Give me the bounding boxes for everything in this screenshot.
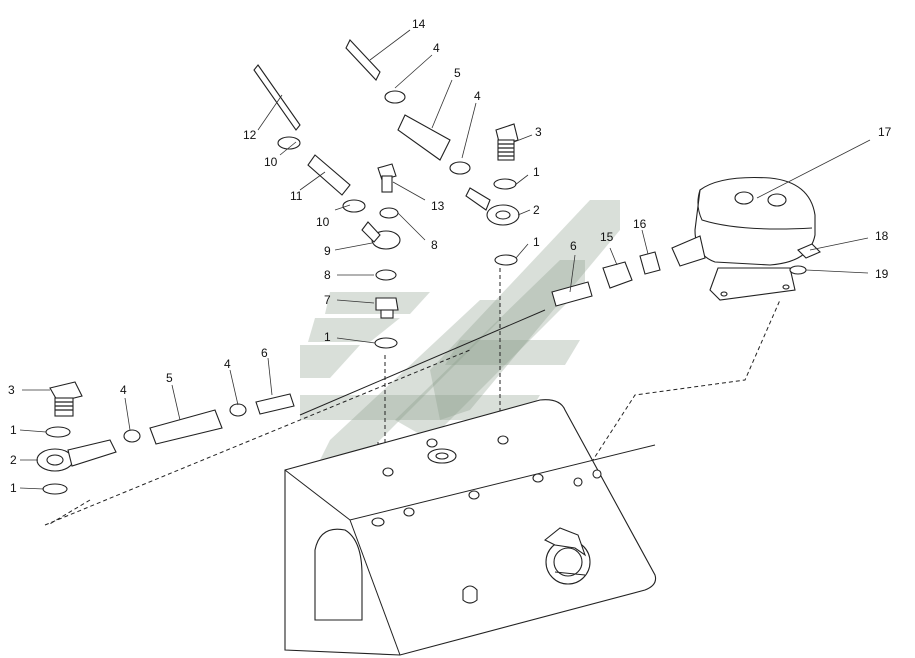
callout-11: 11 <box>290 189 303 203</box>
callout-15: 15 <box>600 230 614 244</box>
callout-1: 1 <box>533 235 540 249</box>
callout-10: 10 <box>264 155 278 169</box>
callout-17: 17 <box>878 125 892 139</box>
callout-19: 19 <box>875 267 889 281</box>
callout-6: 6 <box>570 239 577 253</box>
fuel-tank <box>284 399 657 656</box>
callout-4: 4 <box>474 89 481 103</box>
callout-10: 10 <box>316 215 330 229</box>
callout-14: 14 <box>412 17 426 31</box>
callout-1: 1 <box>324 330 331 344</box>
leader-lines <box>19 29 871 490</box>
callout-labels: 14 4 5 4 3 17 12 10 11 10 13 1 2 8 9 1 6… <box>8 17 892 495</box>
callout-9: 9 <box>324 244 331 258</box>
callout-3: 3 <box>8 383 15 397</box>
callout-2: 2 <box>10 453 17 467</box>
callout-1: 1 <box>10 481 17 495</box>
callout-4: 4 <box>224 357 231 371</box>
callout-4: 4 <box>120 383 127 397</box>
callout-1: 1 <box>533 165 540 179</box>
callout-5: 5 <box>454 66 461 80</box>
left-assembly <box>36 381 295 495</box>
callout-5: 5 <box>166 371 173 385</box>
right-connectors <box>551 251 661 307</box>
callout-1: 1 <box>10 423 17 437</box>
filter-housing <box>671 177 821 301</box>
callout-8: 8 <box>324 268 331 282</box>
callout-16: 16 <box>633 217 647 231</box>
top-right-banjo-assembly <box>345 39 520 266</box>
callout-6: 6 <box>261 346 268 360</box>
callout-8: 8 <box>431 238 438 252</box>
callout-18: 18 <box>875 229 889 243</box>
callout-13: 13 <box>431 199 445 213</box>
watermark-logo <box>300 200 620 460</box>
callout-12: 12 <box>243 128 257 142</box>
callout-4: 4 <box>433 41 440 55</box>
callout-7: 7 <box>324 293 331 307</box>
callout-2: 2 <box>533 203 540 217</box>
callout-3: 3 <box>535 125 542 139</box>
